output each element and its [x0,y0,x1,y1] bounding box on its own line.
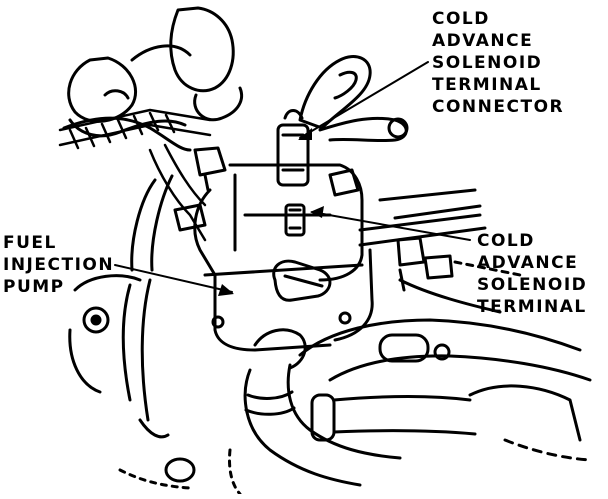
label-line: SOLENOID [432,53,543,73]
solenoid-terminal-stud [284,203,306,237]
lower-hose [243,328,477,487]
label-line: PUMP [3,277,65,297]
label-cold-advance-solenoid-terminal-connector: COLD ADVANCE SOLENOID TERMINAL CONNECTOR [432,8,564,118]
label-line: FUEL [3,233,57,253]
label-line: TERMINAL [477,297,587,317]
pump-fittings [173,146,454,302]
connector-loop [298,55,409,143]
label-line: COLD [432,9,490,29]
label-cold-advance-solenoid-terminal: COLD ADVANCE SOLENOID TERMINAL [477,230,587,318]
leader-arrowheads [218,128,324,296]
hand-drawing [62,6,244,152]
braided-wire [58,108,212,242]
label-line: INJECTION [3,255,115,275]
lower-housing [298,318,592,462]
terminal-connector [276,109,310,187]
label-line: ADVANCE [477,253,579,273]
label-line: COLD [477,231,535,251]
label-line: SOLENOID [477,275,588,295]
label-line: TERMINAL [432,75,542,95]
label-fuel-injection-pump: FUEL INJECTION PUMP [3,232,114,298]
label-line: ADVANCE [432,31,534,51]
pump-housing [193,163,374,352]
label-line: CONNECTOR [432,97,565,117]
left-bracket [68,174,242,496]
leader-lines [114,61,471,293]
fuel-lines [358,188,522,314]
